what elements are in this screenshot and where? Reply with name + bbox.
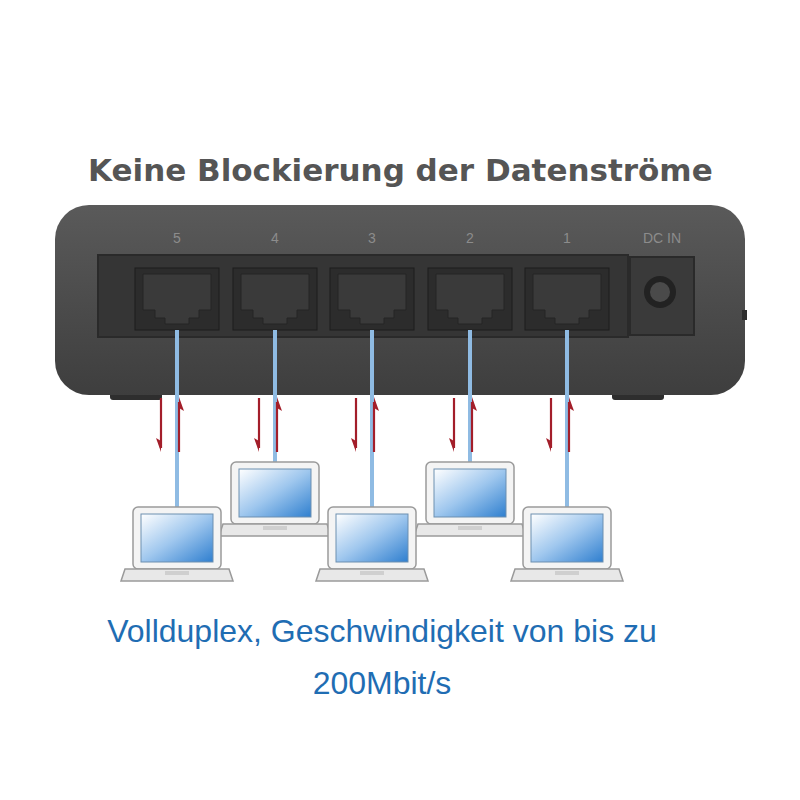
port-number: 5: [173, 230, 181, 246]
port-number: 4: [271, 230, 279, 246]
laptops: [121, 462, 623, 581]
power-label: DC IN: [643, 230, 681, 246]
port-number: 1: [563, 230, 571, 246]
port-number: 2: [466, 230, 474, 246]
port-number: 3: [368, 230, 376, 246]
caption: Vollduplex, Geschwindigkeit von bis zu 2…: [62, 605, 702, 709]
rj45-ports: [135, 268, 609, 330]
diagram-title: Keine Blockierung der Datenströme: [88, 152, 713, 188]
duplex-arrows: [156, 397, 574, 452]
switch-body: [55, 205, 747, 400]
